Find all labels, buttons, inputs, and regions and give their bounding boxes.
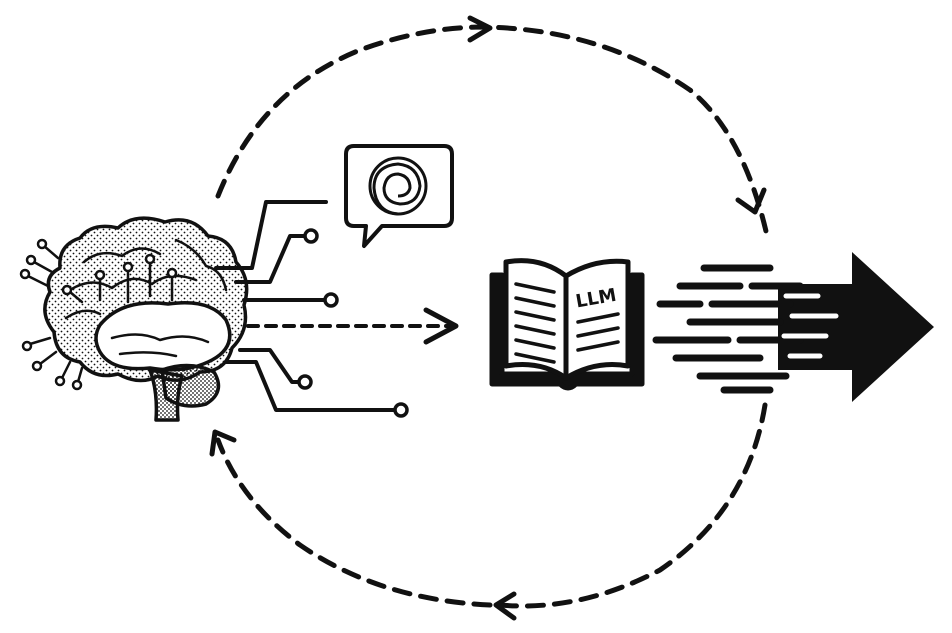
cycle-arrowheads (209, 15, 767, 621)
book-left-page (503, 258, 569, 381)
arrowhead-left-icon (209, 429, 237, 457)
trace-5 (224, 360, 398, 412)
speed-arrow-head (778, 252, 934, 402)
cycle-arc-bottom (215, 437, 493, 608)
brain-stem (148, 368, 184, 422)
arrowhead-top-icon (467, 15, 493, 43)
brain-icon (43, 216, 249, 422)
circuit-traces-icon (214, 200, 409, 418)
speech-bubble-spiral-icon (344, 144, 454, 248)
open-book-icon (489, 258, 645, 391)
book-cover (489, 272, 645, 391)
brain-left-circuits (19, 238, 84, 391)
trace-2 (234, 234, 308, 284)
trace-4 (238, 348, 302, 384)
arrowhead-right-icon (735, 187, 767, 215)
trace-1 (214, 200, 328, 270)
cycle-arc-right (497, 402, 768, 609)
arrowhead-bottom-icon (493, 591, 517, 621)
speed-arrow-icon (652, 252, 934, 402)
center-dotted-arrow (246, 307, 459, 345)
speed-lines (652, 264, 804, 394)
cycle-arc-top (215, 24, 771, 243)
